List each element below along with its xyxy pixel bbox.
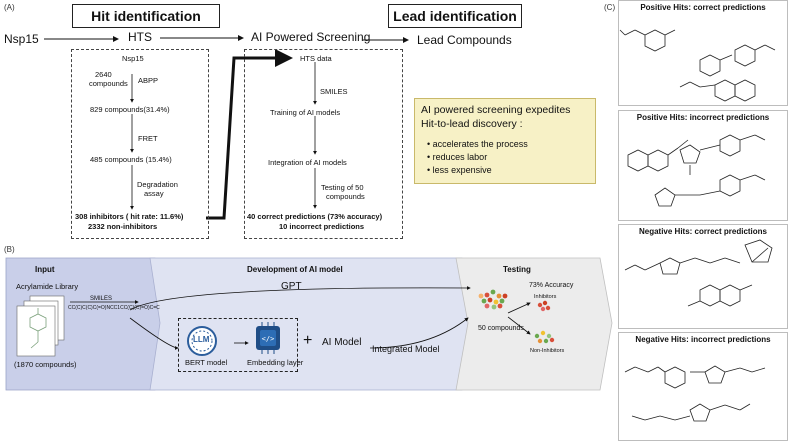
ai-box-title: HTS data xyxy=(300,54,332,63)
panel-c-title-4: Negative Hits: incorrect predictions xyxy=(635,335,771,344)
embedding-label: Embedding layer xyxy=(247,358,304,367)
panel-c-title-2: Positive Hits: incorrect predictions xyxy=(636,113,770,122)
hts-step1: 829 compounds(31.4%) xyxy=(90,105,170,114)
note-bullet-1-text: accelerates the process xyxy=(432,139,528,149)
fifty-compounds-label: 50 compounds xyxy=(478,325,524,332)
note-line2: Hit-to-lead discovery : xyxy=(421,118,523,130)
hts-result-inhibitors: 308 inhibitors ( hit rate: 11.6%) xyxy=(75,212,184,221)
plus-sign: + xyxy=(303,332,313,349)
panel-c-label: (C) xyxy=(604,3,616,12)
nsp15-label: Nsp15 xyxy=(4,32,39,46)
integration-step: Integration of AI models xyxy=(268,158,347,167)
ai-result-incorrect: 10 incorrect predictions xyxy=(279,222,365,231)
note-bullet-2: • reduces labor xyxy=(427,152,488,162)
fret-label: FRET xyxy=(138,134,158,143)
note-bullet-3-text: less expensive xyxy=(432,165,492,175)
testing-step-line2: compounds xyxy=(326,192,365,201)
hts-process-box xyxy=(71,49,209,239)
panel-c-box-4: Negative Hits: incorrect predictions xyxy=(618,332,788,441)
accuracy-label: 73% Accuracy xyxy=(529,282,574,289)
ai-screening-label: AI Powered Screening xyxy=(251,30,371,44)
lead-identification-banner: Lead identification xyxy=(388,4,522,28)
assay-label: assay xyxy=(144,189,164,198)
inhibitors-label: Inhibitors xyxy=(534,294,557,300)
gpt-label: GPT xyxy=(281,281,302,292)
panel-c-box-1: Positive Hits: correct predictions xyxy=(618,0,788,106)
panel-c-title-3: Negative Hits: correct predictions xyxy=(638,227,768,236)
hts-result-non-inhibitors: 2332 non-inhibitors xyxy=(88,222,158,231)
hts-box-title: Nsp15 xyxy=(122,54,144,63)
ai-model-label: AI Model xyxy=(322,337,362,348)
panel-a-label: (A) xyxy=(4,3,15,12)
non-inhibitors-label: Non-Inhibitors xyxy=(530,348,565,354)
note-bullet-3: • less expensive xyxy=(427,165,492,175)
ai-result-correct: 40 correct predictions (73% accuracy) xyxy=(247,212,383,221)
lead-compounds-label: Lead Compounds xyxy=(417,33,512,47)
panel-c-title-1: Positive Hits: correct predictions xyxy=(640,3,766,12)
testing-heading: Testing xyxy=(503,265,531,274)
training-step: Training of AI models xyxy=(270,108,341,117)
summary-note: AI powered screening expedites Hit-to-le… xyxy=(414,98,596,184)
bert-group-box xyxy=(178,318,298,372)
testing-step-line1: Testing of 50 xyxy=(321,183,364,192)
library-label: Acrylamide Library xyxy=(16,282,79,291)
degradation-label: Degradation xyxy=(137,180,178,189)
hts-compounds-count: 2640 xyxy=(95,70,112,79)
library-count: (1870 compounds) xyxy=(14,360,77,369)
bert-label: BERT model xyxy=(185,358,228,367)
note-line1: AI powered screening expedites xyxy=(421,104,571,116)
smiles-arrow-label: SMILES xyxy=(90,296,113,302)
hts-compounds-word: compounds xyxy=(89,79,128,88)
llm-logo-text: LLM xyxy=(193,335,210,344)
dev-heading: Development of AI model xyxy=(247,265,343,274)
abpp-label: ABPP xyxy=(138,76,159,85)
smiles-step-label: SMILES xyxy=(320,87,348,96)
note-bullet-2-text: reduces labor xyxy=(432,152,488,162)
panel-c-box-2: Positive Hits: incorrect predictions xyxy=(618,110,788,221)
hts-label: HTS xyxy=(128,30,152,44)
panel-b-label: (B) xyxy=(4,245,15,254)
svg-text:</>: </> xyxy=(262,335,275,343)
ai-process-box xyxy=(244,49,403,239)
hts-step2: 485 compounds (15.4%) xyxy=(90,155,172,164)
input-heading: Input xyxy=(35,265,55,274)
note-bullet-1: • accelerates the process xyxy=(427,139,528,149)
panel-c-box-3: Negative Hits: correct predictions xyxy=(618,224,788,329)
hit-identification-banner: Hit identification xyxy=(72,4,220,28)
smiles-string: CC(C)C(C)C(=O)NCC1CC(C)(C)=O)C=C xyxy=(68,305,160,311)
integrated-model-label: Integrated Model xyxy=(372,344,440,354)
